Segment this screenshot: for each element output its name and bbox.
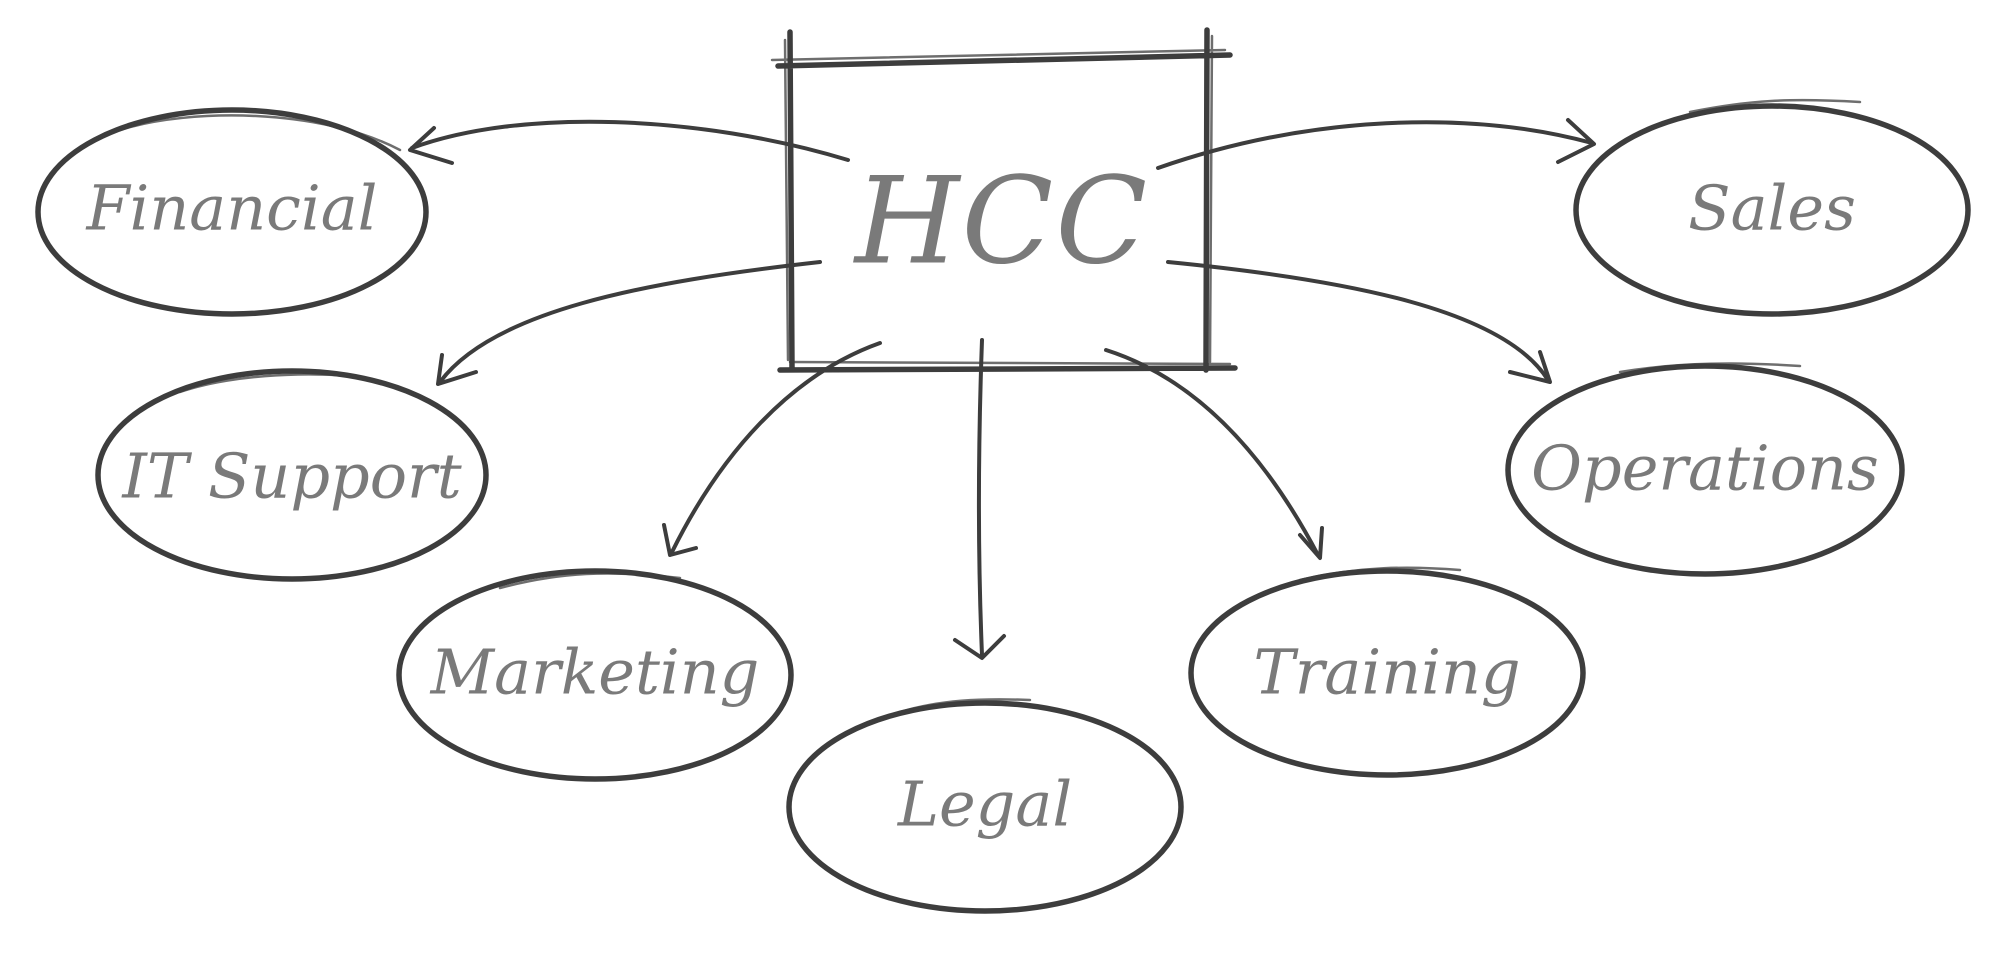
arrow-to-financial: [408, 119, 850, 165]
center-box-outline: [775, 27, 1238, 373]
node-legal: Legal: [786, 698, 1184, 914]
marketing-sketch-line: [498, 572, 682, 590]
arrow-to-it-support: [436, 260, 822, 386]
legal-sketch-line: [898, 698, 1032, 714]
sales-ellipse: [1573, 103, 1971, 317]
arrow-to-training: [1104, 348, 1324, 560]
node-marketing: Marketing: [396, 568, 794, 782]
legal-ellipse: [786, 700, 1184, 914]
center-node: HCC: [770, 27, 1238, 373]
connectors: [408, 118, 1596, 660]
arrow-to-operations: [1166, 260, 1552, 384]
node-label-financial: Financial: [85, 172, 377, 245]
node-training: Training: [1188, 566, 1586, 778]
node-label-operations: Operations: [1531, 432, 1879, 505]
center-label: HCC: [853, 153, 1149, 292]
it-support-sketch-line: [178, 373, 352, 394]
node-sales: Sales: [1573, 98, 1971, 317]
training-ellipse: [1188, 568, 1586, 778]
financial-ellipse: [35, 107, 429, 317]
node-label-marketing: Marketing: [430, 636, 760, 709]
arrow-to-legal: [953, 338, 1006, 660]
node-operations: Operations: [1505, 362, 1905, 577]
it-support-ellipse: [95, 368, 489, 582]
sales-sketch-line: [1688, 98, 1862, 114]
node-label-it-support: IT Support: [121, 440, 461, 513]
financial-sketch-line: [118, 114, 402, 152]
operations-ellipse: [1505, 363, 1905, 577]
node-financial: Financial: [35, 107, 429, 317]
training-sketch-line: [1298, 566, 1462, 582]
node-it-support: IT Support: [95, 368, 489, 582]
operations-sketch-line: [1618, 362, 1802, 374]
node-label-training: Training: [1253, 636, 1520, 709]
node-label-legal: Legal: [897, 768, 1072, 841]
arrow-to-sales: [1156, 118, 1596, 170]
center-box-sketch-line: [770, 34, 1232, 366]
arrow-to-marketing: [662, 341, 882, 557]
marketing-ellipse: [396, 568, 794, 782]
node-label-sales: Sales: [1688, 172, 1856, 245]
